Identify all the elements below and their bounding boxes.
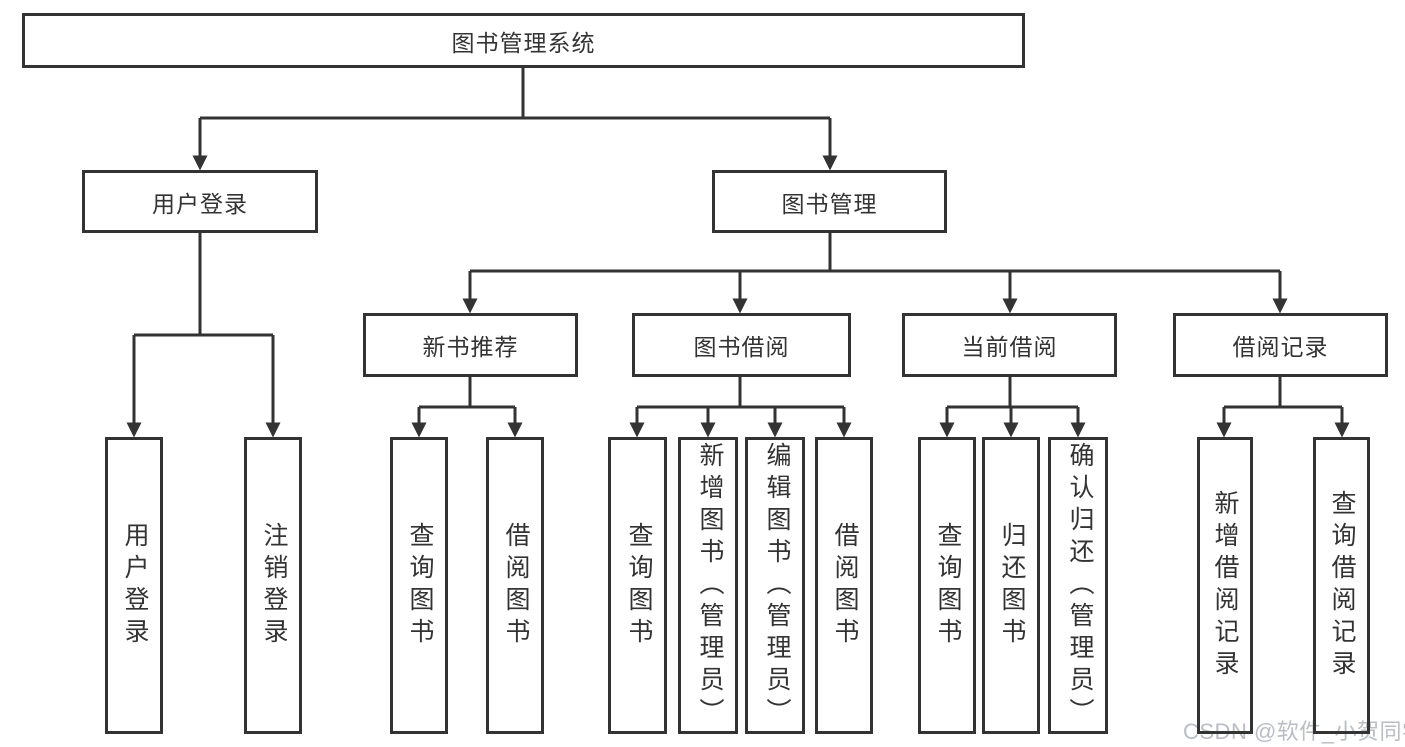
leaf-borrow-books-recommend: 借阅图书 xyxy=(486,437,544,734)
leaf-query-books-borrowing: 查询图书 xyxy=(608,437,667,734)
leaf-add-borrow-record: 新增借阅记录 xyxy=(1197,437,1253,734)
node-book-management: 图书管理 xyxy=(712,170,947,233)
node-library-management-system: 图书管理系统 xyxy=(22,13,1025,68)
leaf-query-books-current: 查询图书 xyxy=(918,437,976,734)
leaf-logout: 注销登录 xyxy=(244,437,302,734)
leaf-borrow-books-borrowing: 借阅图书 xyxy=(815,437,873,734)
node-borrowing-records: 借阅记录 xyxy=(1173,313,1388,377)
node-new-book-recommendation: 新书推荐 xyxy=(363,313,578,377)
leaf-confirm-return-admin: 确认归还（管理员） xyxy=(1048,437,1108,734)
node-user-login: 用户登录 xyxy=(82,170,318,233)
node-current-borrowing: 当前借阅 xyxy=(902,313,1117,377)
leaf-query-books-recommend: 查询图书 xyxy=(390,437,448,734)
leaf-add-book-admin: 新增图书（管理员） xyxy=(678,437,738,734)
leaf-query-borrow-record: 查询借阅记录 xyxy=(1313,437,1370,734)
node-book-borrowing: 图书借阅 xyxy=(632,313,851,377)
leaf-user-login: 用户登录 xyxy=(105,437,163,734)
leaf-edit-book-admin: 编辑图书（管理员） xyxy=(745,437,805,734)
leaf-return-books: 归还图书 xyxy=(982,437,1040,734)
